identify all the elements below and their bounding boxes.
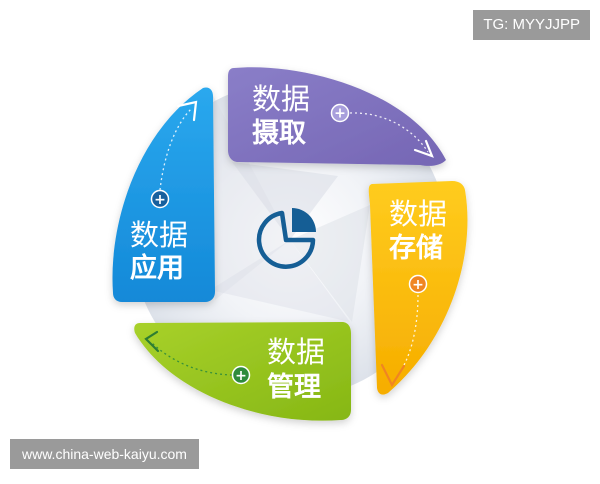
shadow-wedge: [232, 162, 338, 240]
plus-icon: [150, 189, 170, 209]
segment-label-line1: 数据: [130, 218, 188, 252]
segment-label-line2: 应用: [130, 252, 184, 284]
segment-label-line1: 数据: [252, 82, 310, 116]
segment-label-line1: 数据: [267, 335, 325, 369]
segment-label-line1: 数据: [389, 197, 447, 231]
segment-label-line2: 摄取: [252, 118, 306, 149]
plus-glyph: +: [412, 277, 424, 293]
pie-chart-icon: [256, 208, 316, 269]
watermark-bottom: www.china-web-kaiyu.com: [10, 439, 199, 469]
segment-data-acquisition: + 数据 摄取: [228, 67, 446, 166]
dotted-path: [349, 112, 429, 153]
segment-label-line2: 管理: [267, 372, 321, 403]
shadow-wedge: [290, 205, 370, 322]
arrow-head: [413, 139, 434, 158]
segment-data-storage: + 数据 存储: [368, 181, 468, 395]
segment-data-application: + 数据 应用: [112, 87, 215, 303]
plus-glyph: +: [235, 368, 247, 384]
arrow-head: [144, 330, 160, 353]
shadow-wedge: [210, 240, 350, 322]
arrow-head: [176, 100, 198, 122]
plus-glyph: +: [154, 192, 166, 208]
arrow-head: [380, 363, 406, 388]
watermark-top: TG: MYYJJPP: [473, 10, 590, 40]
plus-icon: [231, 365, 251, 385]
dotted-path: [159, 107, 193, 191]
plus-glyph: +: [334, 106, 346, 122]
segment-label-line2: 存储: [389, 233, 443, 264]
dotted-path: [151, 342, 233, 376]
segment-data-management: + 数据 管理: [134, 322, 351, 421]
plus-icon: [408, 274, 428, 294]
plus-icon: [330, 103, 350, 123]
